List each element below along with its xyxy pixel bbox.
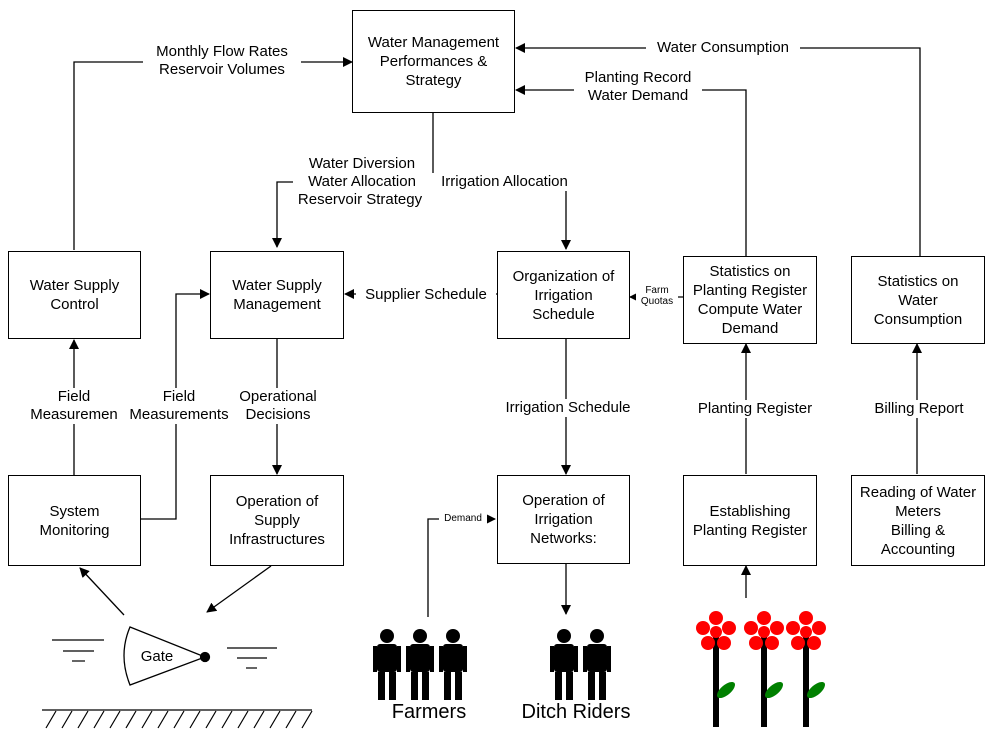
label-water-consumption: Water Consumption — [646, 39, 800, 57]
label-irrigation-allocation: Irrigation Allocation — [431, 173, 578, 191]
label-planting-register: Planting Register — [690, 400, 820, 418]
box-operation-irrigation-networks: Operation of Irrigation Networks: — [497, 475, 630, 564]
label-monthly-flow-rates: Monthly Flow Rates Reservoir Volumes — [143, 43, 301, 79]
box-water-management-strategy: Water Management Performances & Strategy — [352, 10, 515, 113]
label-billing-report: Billing Report — [866, 400, 972, 418]
label-irrigation-schedule: Irrigation Schedule — [496, 399, 640, 417]
label-operational-decisions: Operational Decisions — [232, 388, 324, 424]
box-label: Organization of Irrigation Schedule — [512, 267, 615, 323]
box-system-monitoring: System Monitoring — [8, 475, 141, 566]
box-label: Reading of Water Meters Billing & Accoun… — [859, 483, 977, 558]
label-demand: Demand — [439, 513, 487, 524]
box-establishing-planting-register: Establishing Planting Register — [683, 475, 817, 566]
box-reading-water-meters: Reading of Water Meters Billing & Accoun… — [851, 475, 985, 566]
label-planting-record: Planting Record Water Demand — [574, 69, 702, 105]
box-statistics-planting-register: Statistics on Planting Register Compute … — [683, 256, 817, 344]
label-farm-quotas: Farm Quotas — [636, 285, 678, 307]
box-organization-irrigation-schedule: Organization of Irrigation Schedule — [497, 251, 630, 339]
label-field-measurement-left: Field Measuremen — [6, 388, 142, 424]
box-operation-supply-infrastructures: Operation of Supply Infrastructures — [210, 475, 344, 566]
farmers-icon — [373, 629, 467, 700]
box-label: Statistics on Water Consumption — [873, 272, 963, 328]
box-label: Water Supply Management — [232, 277, 322, 313]
label-gate: Gate — [140, 648, 174, 665]
label-field-measurements: Field Measurements — [124, 388, 234, 424]
ditch-riders-icon — [550, 629, 611, 700]
label-water-diversion: Water Diversion Water Allocation — [293, 155, 431, 191]
label-ditch-riders: Ditch Riders — [521, 701, 631, 723]
label-reservoir-strategy: Reservoir Strategy — [288, 191, 432, 209]
box-label: Establishing Planting Register — [692, 502, 808, 539]
box-label: Water Management Performances & Strategy — [367, 34, 500, 89]
label-supplier-schedule: Supplier Schedule — [356, 286, 496, 304]
gate-icon — [123, 626, 211, 686]
box-water-supply-management: Water Supply Management — [210, 251, 344, 339]
box-water-supply-control: Water Supply Control — [8, 251, 141, 339]
flowers-icon — [696, 611, 828, 727]
water-level-icon — [52, 639, 277, 669]
box-statistics-water-consumption: Statistics on Water Consumption — [851, 256, 985, 344]
box-label: Operation of Irrigation Networks: — [522, 492, 605, 547]
box-label: Statistics on Planting Register Compute … — [692, 263, 808, 337]
box-label: Operation of Supply Infrastructures — [229, 493, 325, 548]
box-label: System Monitoring — [39, 502, 110, 539]
label-farmers: Farmers — [391, 701, 467, 723]
ground-hatch-icon — [42, 709, 313, 729]
box-label: Water Supply Control — [29, 277, 120, 313]
